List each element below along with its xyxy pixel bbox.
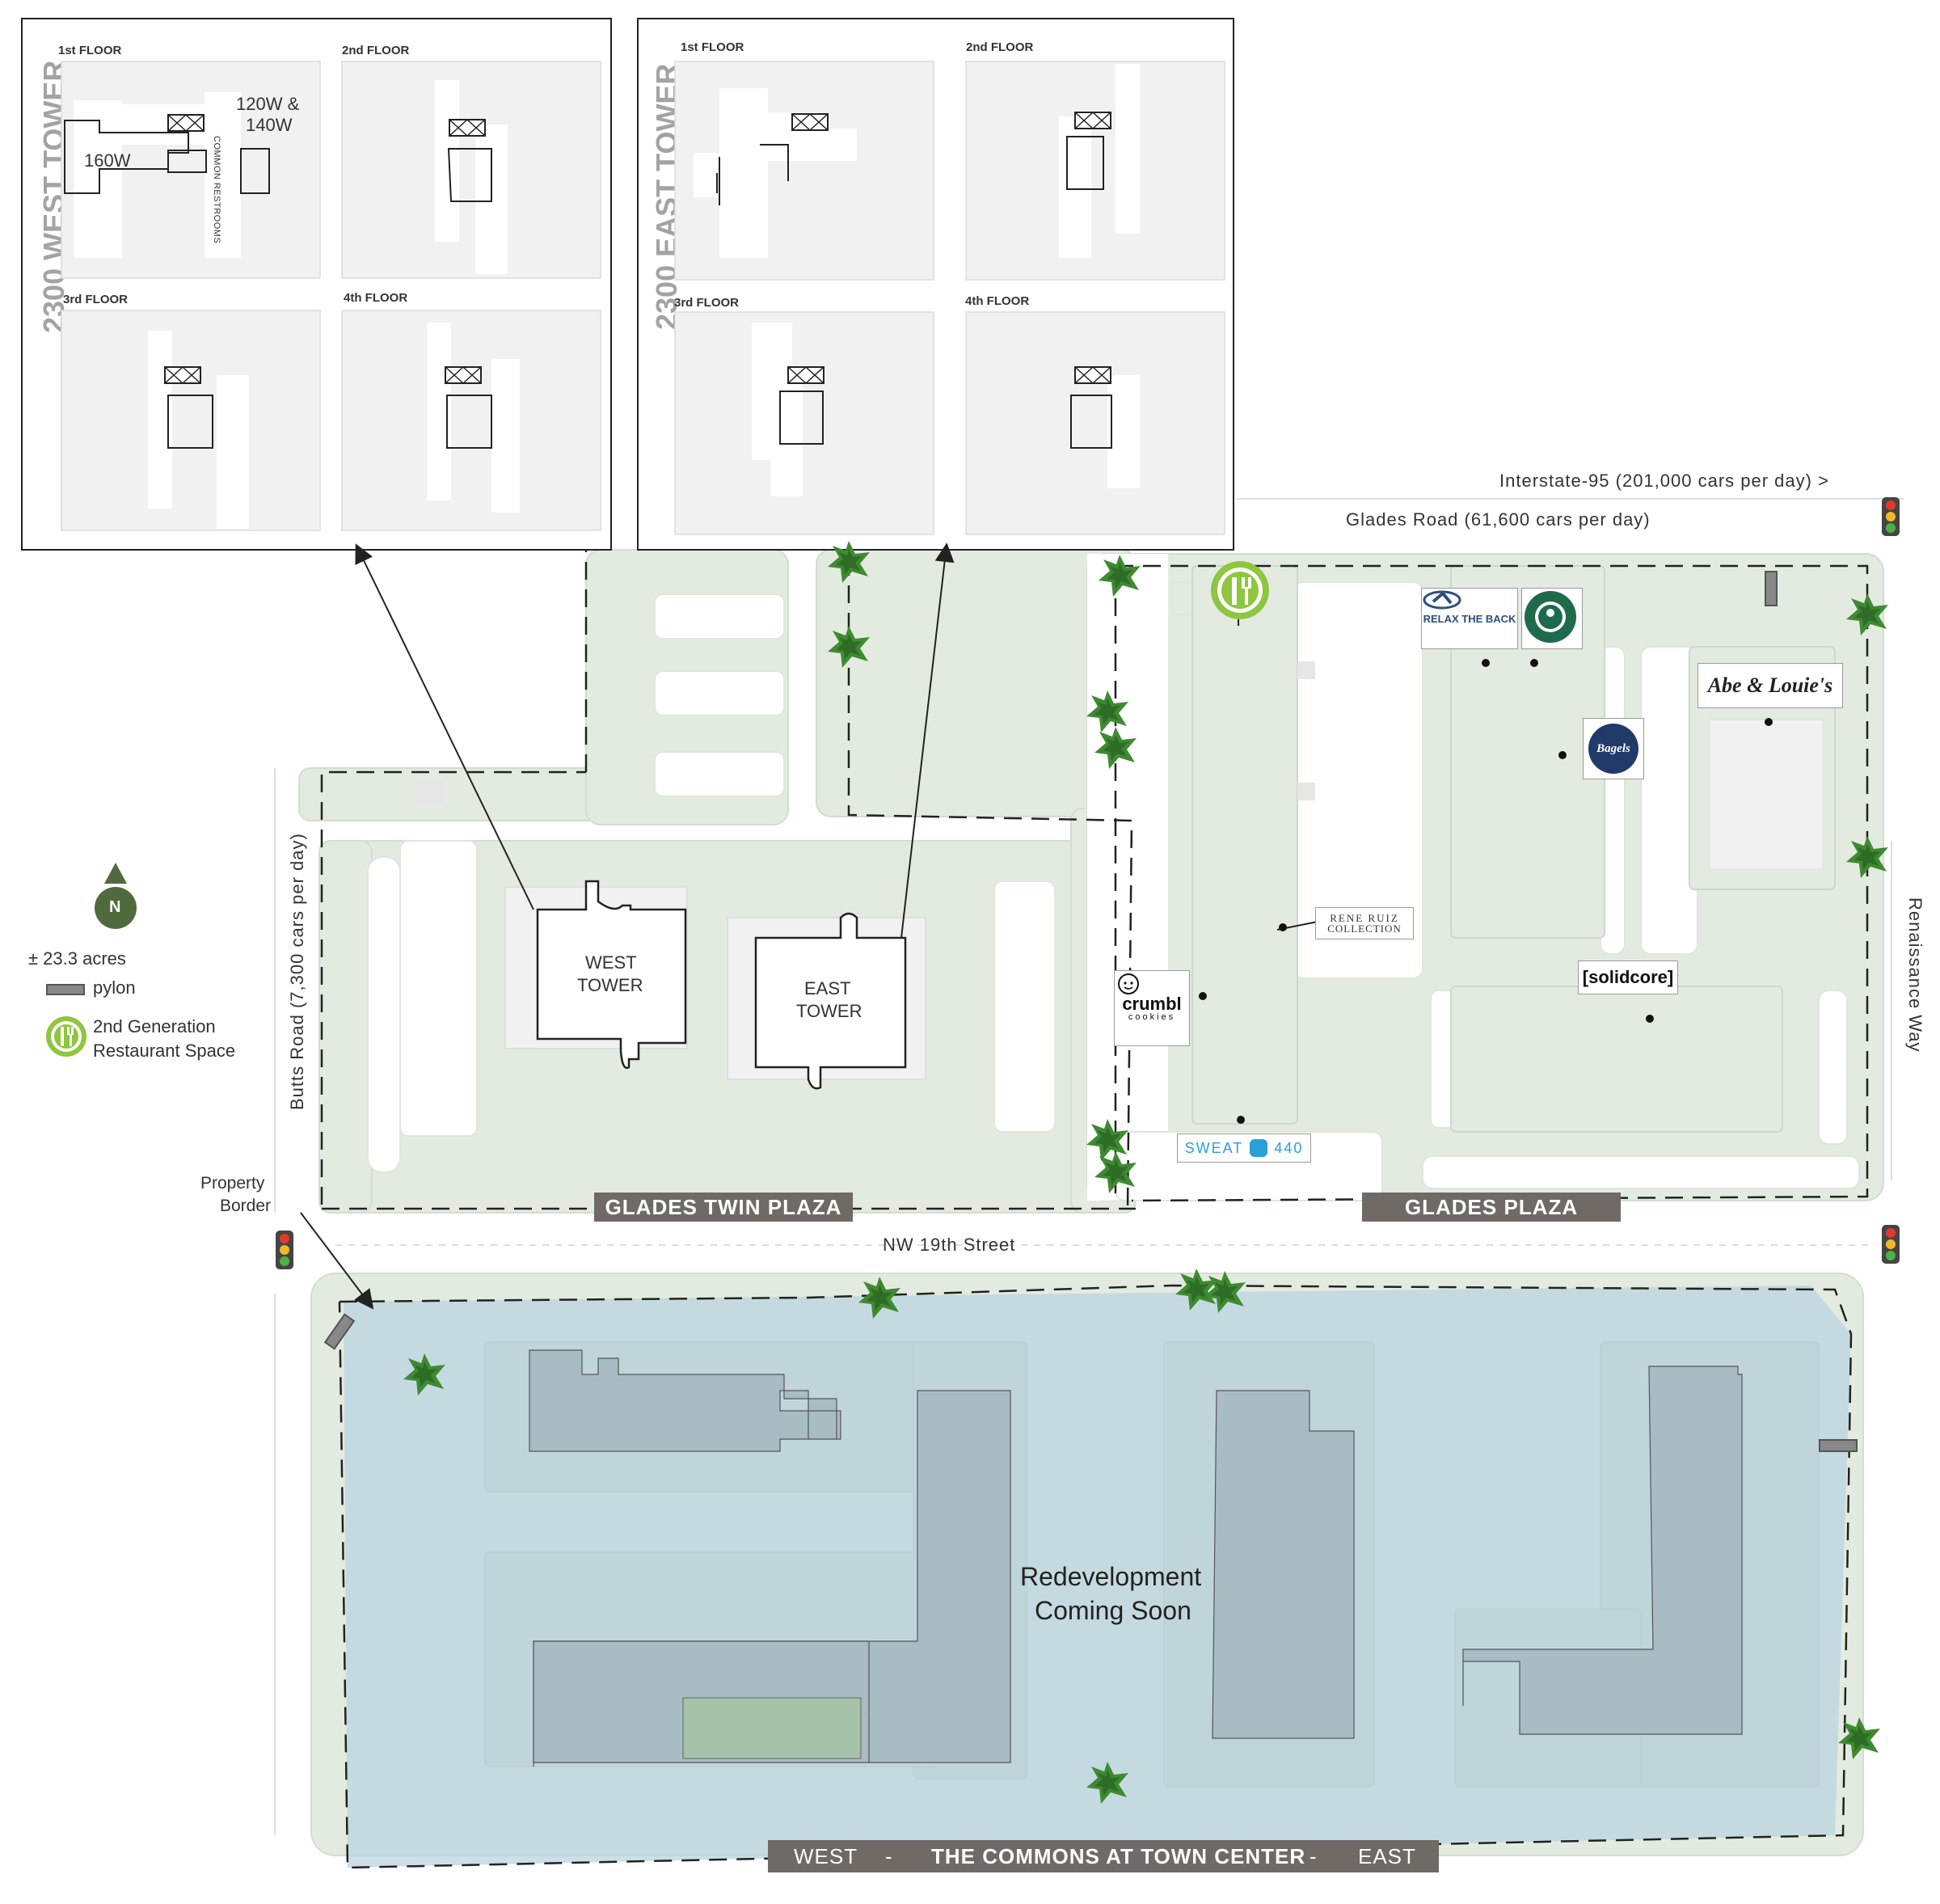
- starbucks-pin: [1530, 659, 1538, 667]
- glades-plaza-label: GLADES PLAZA: [1404, 1195, 1579, 1219]
- starbucks-logo: [1521, 588, 1583, 649]
- west-floor-4-label: 4th FLOOR: [344, 291, 408, 305]
- acres-label: ± 23.3 acres: [28, 948, 126, 969]
- west-tower-label-1: WEST: [585, 952, 637, 973]
- relax-swoosh-icon: [1423, 590, 1461, 610]
- relax-the-back-label: RELAX THE BACK: [1423, 612, 1516, 625]
- glades-kiosk-b: [1297, 783, 1315, 800]
- traffic-light-icon: [276, 1231, 293, 1269]
- nw19-label: NW 19th Street: [883, 1235, 1016, 1255]
- abe-building: [1709, 719, 1824, 870]
- unit-120w: 120W &: [236, 94, 300, 114]
- sweat-pin: [1237, 1116, 1245, 1124]
- solidcore-pin: [1646, 1015, 1654, 1023]
- abe-louies-label: Abe & Louie's: [1707, 673, 1833, 697]
- unit-160w: 160W: [84, 150, 131, 171]
- glades-kiosk-a: [1297, 661, 1315, 679]
- restaurant-space-icon: [1211, 561, 1269, 619]
- property-border-label-2: Border: [220, 1197, 272, 1215]
- glades-twin-plaza-band: GLADES TWIN PLAZA: [594, 1193, 853, 1222]
- twin-plaza-islands: [367, 593, 1056, 1173]
- west-floor-grid: [61, 61, 601, 531]
- pylon-icon: [1819, 1439, 1858, 1452]
- twin-kiosk: [416, 780, 445, 804]
- crumbl-label: crumbl: [1122, 993, 1182, 1014]
- rene-ruiz-label-2: COLLECTION: [1327, 922, 1402, 935]
- east-floor-3-label: 3rd FLOOR: [674, 296, 740, 310]
- west-tower-label-2: TOWER: [577, 975, 643, 995]
- sweat-s-icon: [1250, 1139, 1268, 1157]
- rene-ruiz-pin: [1279, 923, 1287, 931]
- commons-dash-1: -: [885, 1844, 893, 1868]
- glades-road-label: Glades Road (61,600 cars per day): [1346, 509, 1651, 530]
- relax-pin: [1482, 659, 1490, 667]
- property-border-label-1: Property: [200, 1174, 265, 1193]
- sweat-440-logo: SWEAT 440: [1177, 1134, 1311, 1163]
- bagels-logo: Bagels: [1583, 718, 1644, 779]
- bagels-pin: [1558, 751, 1567, 759]
- east-floor-4-label: 4th FLOOR: [965, 294, 1030, 308]
- crumbl-pin: [1199, 992, 1207, 1000]
- interstate-label: Interstate-95 (201,000 cars per day) >: [1499, 471, 1829, 491]
- traffic-light-icon: [1882, 1225, 1900, 1264]
- solidcore-logo: [solidcore]: [1578, 960, 1678, 994]
- restaurant-legend-line2: Restaurant Space: [93, 1041, 236, 1061]
- redevelopment-label-1: Redevelopment: [1020, 1562, 1202, 1591]
- relax-the-back-logo: RELAX THE BACK: [1421, 588, 1518, 649]
- west-floor-3-label: 3rd FLOOR: [63, 293, 129, 306]
- starbucks-logo-icon: [1525, 591, 1576, 643]
- commons-west-label: WEST: [794, 1844, 858, 1868]
- west-floor-1-label: 1st FLOOR: [58, 44, 122, 57]
- east-tower-label-2: TOWER: [796, 1001, 862, 1021]
- common-restrooms-label: COMMON RESTROOMS: [212, 136, 221, 244]
- renaissance-way-label: Renaissance Way: [1905, 897, 1925, 1053]
- restaurant-pointer: [1238, 619, 1239, 626]
- commons-name-label: THE COMMONS AT TOWN CENTER: [931, 1844, 1306, 1868]
- east-floor-grid: [674, 61, 1225, 535]
- butts-road-label: Butts Road (7,300 cars per day): [287, 833, 307, 1110]
- pylon-legend-label: pylon: [93, 977, 136, 998]
- bagels-label: Bagels: [1596, 741, 1630, 755]
- commons-band: WEST - THE COMMONS AT TOWN CENTER - EAST: [768, 1840, 1439, 1872]
- crumbl-chef-icon: [1118, 973, 1139, 994]
- restaurant-legend-line1: 2nd Generation: [93, 1016, 216, 1036]
- commons-dash-2: -: [1310, 1844, 1318, 1868]
- north-label: N: [109, 898, 121, 916]
- crumbl-cookies-label: cookies: [1128, 1011, 1176, 1022]
- commons-east-label: EAST: [1358, 1844, 1416, 1868]
- glades-twin-plaza-label: GLADES TWIN PLAZA: [605, 1195, 842, 1219]
- east-floor-2-label: 2nd FLOOR: [966, 40, 1034, 54]
- east-tower-outline: [754, 912, 907, 1090]
- rene-ruiz-label-1: RENE RUIZ: [1330, 912, 1399, 924]
- sweat-label: SWEAT: [1184, 1139, 1244, 1156]
- pylon-legend-icon: [46, 984, 85, 995]
- traffic-light-icon: [1882, 497, 1900, 536]
- restaurant-space-icon: [46, 1016, 86, 1057]
- redevelopment-label-2: Coming Soon: [1035, 1596, 1191, 1625]
- unit-140w: 140W: [246, 115, 293, 135]
- east-tower-floorplan-panel: 2300 EAST TOWER: [637, 18, 1234, 551]
- abe-pin: [1765, 718, 1773, 726]
- bagels-badge: Bagels: [1588, 724, 1638, 774]
- glades-plaza-band: GLADES PLAZA: [1362, 1193, 1621, 1222]
- crumbl-logo: crumbl cookies: [1114, 970, 1190, 1046]
- commons-building-outlines: [529, 1349, 1743, 1767]
- sweat-number-label: 440: [1274, 1139, 1304, 1156]
- north-arrow-icon: [95, 863, 137, 929]
- west-tower-floorplan-panel: 2300 WEST TOWER: [21, 18, 612, 551]
- solidcore-label: [solidcore]: [1582, 967, 1674, 987]
- east-floor-1-label: 1st FLOOR: [681, 40, 744, 54]
- east-tower-label-1: EAST: [804, 978, 851, 998]
- west-floor-2-label: 2nd FLOOR: [342, 44, 410, 57]
- rene-ruiz-logo: RENE RUIZ COLLECTION: [1315, 907, 1414, 939]
- pylon-icon: [1765, 571, 1778, 606]
- elevator-icons: [164, 114, 486, 384]
- legend: N ± 23.3 acres pylon 2nd Generation Rest…: [28, 861, 271, 1071]
- commons-green-area: [682, 1697, 862, 1759]
- west-tower-outline: [536, 880, 687, 1070]
- abe-louies-logo: Abe & Louie's: [1698, 663, 1843, 708]
